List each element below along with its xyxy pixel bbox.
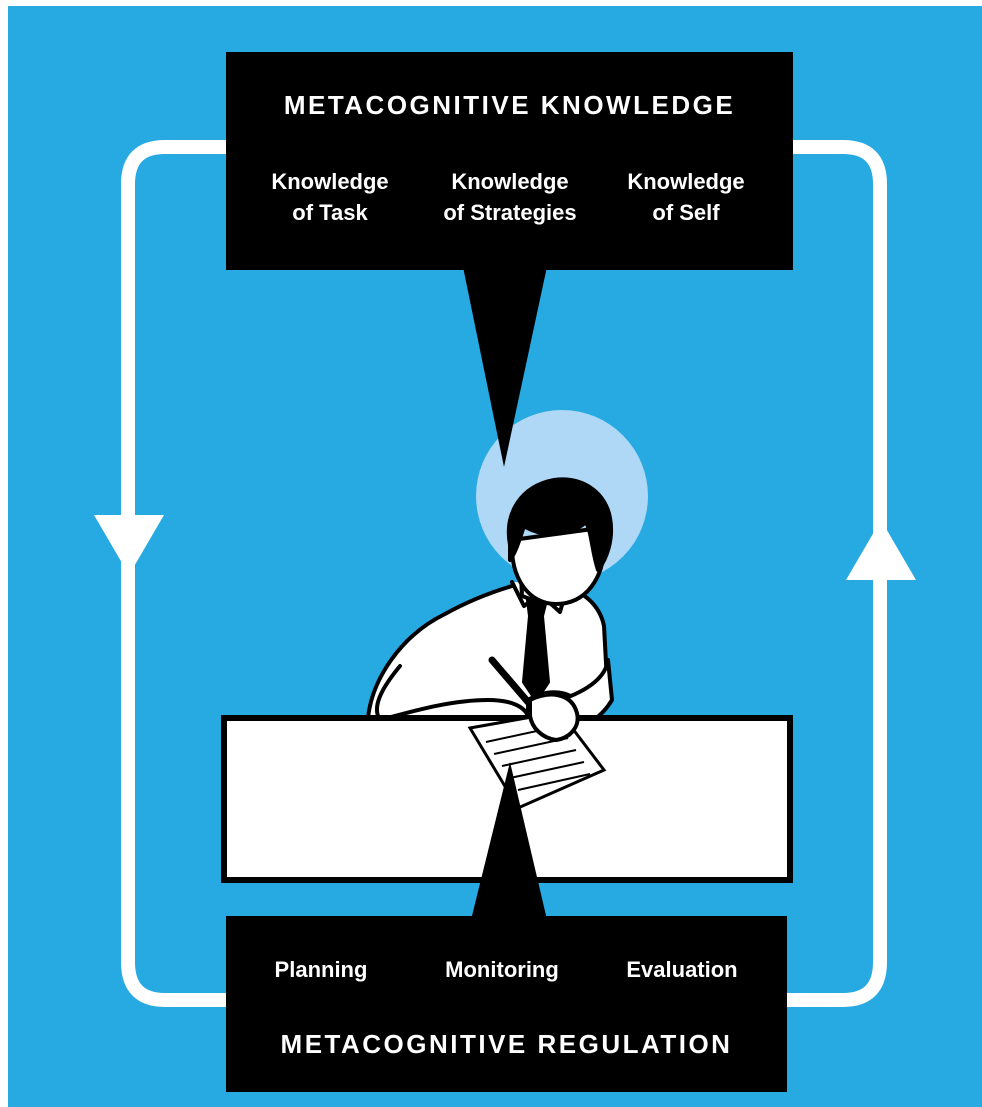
regulation-title: METACOGNITIVE REGULATION xyxy=(280,1029,733,1059)
arrow-down-icon xyxy=(94,515,164,575)
knowledge-item-task: Knowledge of Task xyxy=(271,169,389,225)
paper-line xyxy=(509,761,585,779)
knowledge-box xyxy=(226,52,793,270)
paper-sheet-icon xyxy=(467,692,607,810)
paper-line xyxy=(517,773,591,791)
paper-line xyxy=(501,749,577,767)
regulation-box xyxy=(226,916,787,1092)
knowledge-item-self: Knowledge of Self xyxy=(627,169,745,225)
knowledge-title: METACOGNITIVE KNOWLEDGE xyxy=(283,90,736,120)
hair xyxy=(506,477,613,572)
left-arm xyxy=(374,664,530,730)
knowledge-item-strategies: Knowledge of Strategies xyxy=(443,169,577,225)
arrow-up-icon xyxy=(846,520,916,580)
regulation-item-planning: Planning xyxy=(274,957,368,982)
writing-hand xyxy=(528,692,580,743)
pen xyxy=(488,656,532,706)
knowledge-pointer xyxy=(462,262,548,467)
regulation-item-monitoring: Monitoring xyxy=(445,957,559,982)
regulation-pointer xyxy=(470,762,548,924)
regulation-item-evaluation: Evaluation xyxy=(626,957,738,982)
